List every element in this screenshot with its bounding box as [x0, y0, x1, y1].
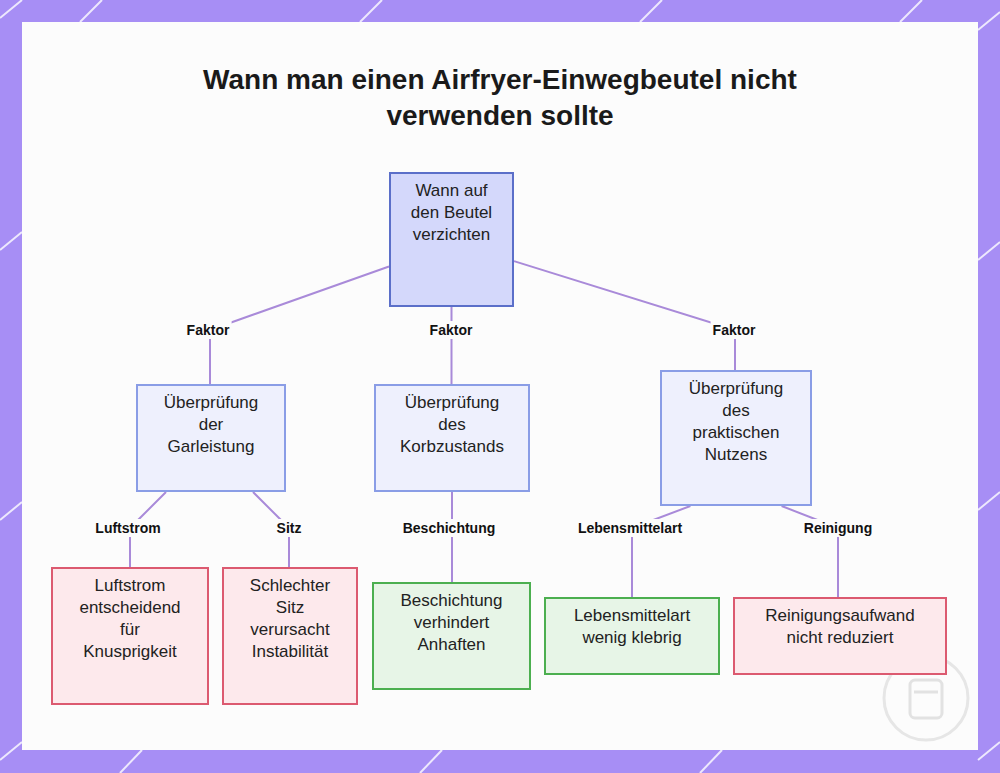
connector-line — [451, 492, 453, 582]
edge-label: Lebensmittelart — [576, 519, 684, 537]
connector-line — [210, 267, 389, 385]
edge-label: Faktor — [428, 321, 475, 339]
connector-line — [451, 307, 453, 384]
warning-box: Luftstrom entscheidend für Knusprigkeit — [51, 567, 209, 705]
node-text: Schlechter Sitz verursacht Instabilität — [238, 575, 342, 663]
warning-box: Schlechter Sitz verursacht Instabilität — [222, 567, 358, 705]
node-text: Überprüfung der Garleistung — [153, 392, 269, 458]
edge-label: Faktor — [185, 321, 232, 339]
node-text: Überprüfung des Korbzustands — [394, 392, 510, 458]
node-text: Beschichtung verhindert Anhaften — [389, 590, 514, 656]
node-text: Luftstrom entscheidend für Knusprigkeit — [73, 575, 187, 663]
edge-label: Reinigung — [802, 519, 874, 537]
connector-line — [514, 261, 735, 370]
edge-label: Faktor — [711, 321, 758, 339]
node-text: Lebensmittelart wenig klebrig — [566, 605, 698, 649]
check-box: Überprüfung der Garleistung — [136, 384, 286, 492]
ok-box: Lebensmittelart wenig klebrig — [544, 597, 720, 675]
diagram-title: Wann man einen Airfryer-Einwegbeutel nic… — [200, 62, 800, 134]
edge-label: Sitz — [275, 519, 304, 537]
check-box: Überprüfung des praktischen Nutzens — [660, 370, 812, 506]
edge-label: Luftstrom — [93, 519, 162, 537]
ok-box: Beschichtung verhindert Anhaften — [372, 582, 531, 690]
node-text: Reinigungsaufwand nicht reduziert — [750, 605, 930, 649]
check-box: Überprüfung des Korbzustands — [374, 384, 530, 492]
node-text: Überprüfung des praktischen Nutzens — [678, 378, 794, 466]
edge-label: Beschichtung — [401, 519, 498, 537]
warning-box: Reinigungsaufwand nicht reduziert — [733, 597, 947, 675]
root-box: Wann auf den Beutel verzichten — [389, 172, 514, 307]
node-text: Wann auf den Beutel verzichten — [409, 180, 494, 246]
